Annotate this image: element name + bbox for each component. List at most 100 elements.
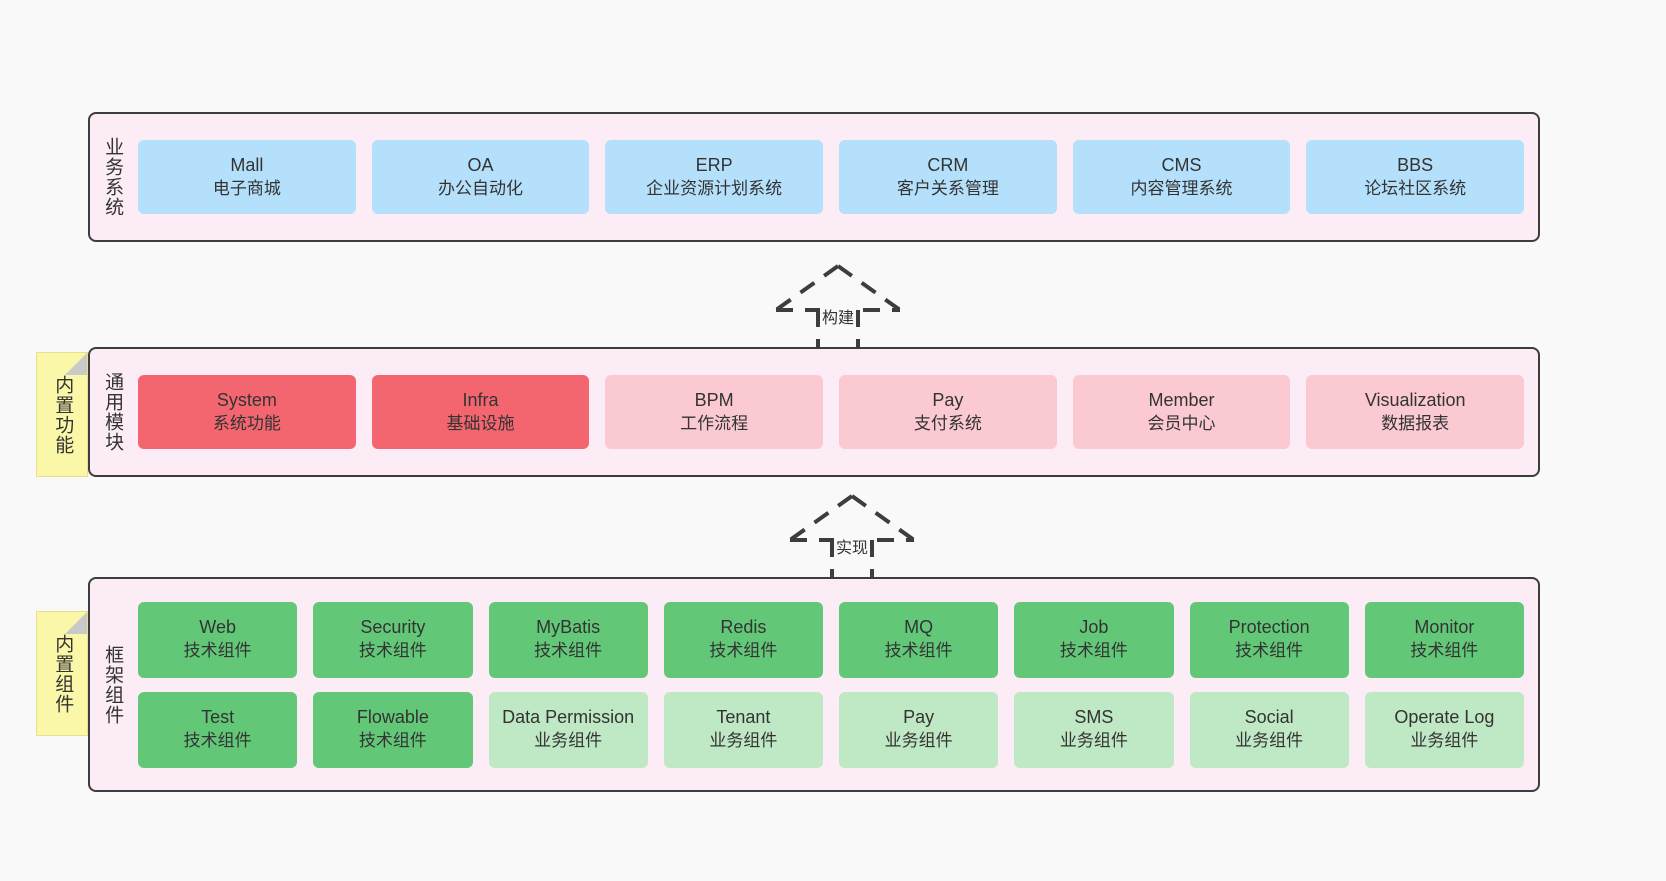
node-subtitle: 系统功能 [212,413,281,433]
node-redis[interactable]: Redis 技术组件 [663,601,823,678]
node-title: Monitor [1414,617,1475,638]
node-subtitle: 技术组件 [534,641,603,661]
layer-body-common-module: System 系统功能 Infra 基础设施 BPM 工作流程 Pay 支付系统… [134,349,1538,475]
node-subtitle: 会员中心 [1147,413,1216,433]
node-pay-module[interactable]: Pay 支付系统 [839,375,1057,449]
layer-title-business-system: 业务系统 [102,137,124,217]
node-mq[interactable]: MQ 技术组件 [839,601,999,678]
node-title: Flowable [356,707,429,728]
node-oa[interactable]: OA 办公自动化 [371,140,590,214]
node-monitor[interactable]: Monitor 技术组件 [1364,601,1524,678]
node-title: CMS [1161,154,1202,175]
node-title: ERP [695,154,733,175]
node-bpm[interactable]: BPM 工作流程 [605,375,824,449]
node-subtitle: 技术组件 [884,641,953,661]
node-title: Redis [720,617,767,638]
node-subtitle: 支付系统 [913,413,982,433]
node-subtitle: 业务组件 [709,731,778,751]
framework-row-business: Test 技术组件 Flowable 技术组件 Data Permission … [138,691,1524,768]
node-title: Pay [932,389,964,410]
node-title: Infra [462,389,499,410]
connector-implement: 实现 [762,488,942,588]
node-tenant[interactable]: Tenant 业务组件 [663,691,823,768]
node-title: Mall [230,154,264,175]
node-title: Tenant [716,707,771,728]
node-bbs[interactable]: BBS 论坛社区系统 [1306,140,1525,214]
node-title: Member [1148,389,1215,410]
node-subtitle: 企业资源计划系统 [646,178,783,198]
layer-body-framework-component: Web 技术组件 Security 技术组件 MyBatis 技术组件 Redi… [134,579,1538,790]
node-system[interactable]: System 系统功能 [138,375,356,449]
layer-body-business-system: Mall 电子商城 OA 办公自动化 ERP 企业资源计划系统 CRM 客户关系… [134,114,1538,240]
node-subtitle: 数据报表 [1381,413,1450,433]
node-web[interactable]: Web 技术组件 [138,601,298,678]
node-operate-log[interactable]: Operate Log 业务组件 [1364,691,1524,768]
node-title: Visualization [1364,389,1466,410]
node-subtitle: 基础设施 [446,413,515,433]
connector-implement-label: 实现 [833,534,871,558]
node-erp[interactable]: ERP 企业资源计划系统 [605,140,824,214]
node-subtitle: 业务组件 [884,731,953,751]
node-subtitle: 技术组件 [358,641,427,661]
node-infra[interactable]: Infra 基础设施 [371,375,590,449]
node-member[interactable]: Member 会员中心 [1072,375,1291,449]
layer-framework-component: 框架组件 Web 技术组件 Security 技术组件 MyBatis 技术组件… [88,577,1540,792]
node-title: Pay [903,707,935,728]
node-subtitle: 业务组件 [1059,731,1128,751]
node-cms[interactable]: CMS 内容管理系统 [1072,140,1291,214]
node-title: Job [1079,617,1109,638]
node-title: CRM [927,154,969,175]
node-subtitle: 办公自动化 [438,178,523,198]
node-title: System [216,389,277,410]
node-data-permission[interactable]: Data Permission 业务组件 [488,691,648,768]
sticky-note-builtin-function: 内置功能 [36,352,88,477]
node-subtitle: 业务组件 [1235,731,1304,751]
framework-row-tech: Web 技术组件 Security 技术组件 MyBatis 技术组件 Redi… [138,601,1524,678]
layer-title-framework-component: 框架组件 [102,644,124,725]
node-title: Social [1244,707,1294,728]
node-test[interactable]: Test 技术组件 [138,691,298,768]
layer-title-common-module: 通用模块 [102,372,124,452]
node-visualization[interactable]: Visualization 数据报表 [1306,375,1525,449]
node-sms[interactable]: SMS 业务组件 [1014,691,1174,768]
node-job[interactable]: Job 技术组件 [1014,601,1174,678]
sticky-note-builtin-component: 内置组件 [36,611,88,736]
node-title: Data Permission [502,707,635,728]
sticky-note-label: 内置组件 [52,633,74,714]
node-subtitle: 技术组件 [1235,641,1304,661]
node-crm[interactable]: CRM 客户关系管理 [839,140,1057,214]
sticky-note-label: 内置功能 [52,374,74,455]
node-protection[interactable]: Protection 技术组件 [1189,601,1349,678]
node-title: BPM [694,389,734,410]
node-subtitle: 业务组件 [1410,731,1479,751]
node-mall[interactable]: Mall 电子商城 [138,140,356,214]
node-title: Operate Log [1394,707,1495,728]
node-subtitle: 业务组件 [534,731,603,751]
node-pay-component[interactable]: Pay 业务组件 [839,691,999,768]
node-subtitle: 技术组件 [1059,641,1128,661]
node-title: SMS [1074,707,1114,728]
connector-build-label: 构建 [819,304,857,328]
node-subtitle: 电子商城 [212,178,281,198]
node-social[interactable]: Social 业务组件 [1189,691,1349,768]
node-title: Protection [1228,617,1310,638]
connector-build: 构建 [748,258,928,358]
node-subtitle: 内容管理系统 [1130,178,1233,198]
node-flowable[interactable]: Flowable 技术组件 [313,691,473,768]
node-title: Web [199,617,236,638]
layer-business-system: 业务系统 Mall 电子商城 OA 办公自动化 ERP 企业资源计划系统 CRM… [88,112,1540,242]
node-title: BBS [1397,154,1434,175]
layer-common-module: 通用模块 System 系统功能 Infra 基础设施 BPM 工作流程 Pay… [88,347,1540,477]
node-subtitle: 技术组件 [183,641,252,661]
node-title: OA [467,154,494,175]
node-security[interactable]: Security 技术组件 [313,601,473,678]
node-subtitle: 技术组件 [358,731,427,751]
node-subtitle: 技术组件 [709,641,778,661]
node-subtitle: 技术组件 [183,731,252,751]
node-title: MyBatis [536,617,601,638]
node-title: Security [360,617,426,638]
node-subtitle: 技术组件 [1410,641,1479,661]
node-mybatis[interactable]: MyBatis 技术组件 [488,601,648,678]
node-title: MQ [904,617,934,638]
